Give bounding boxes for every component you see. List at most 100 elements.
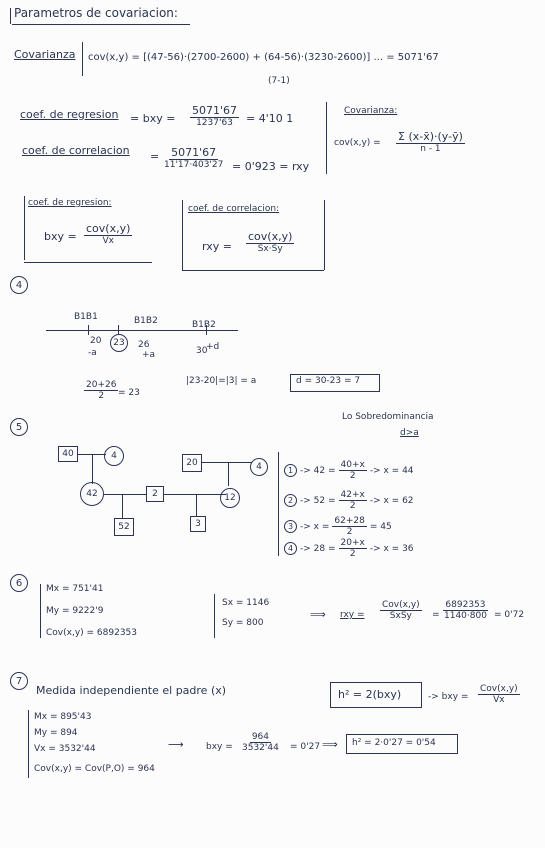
q7-heading: Medida independiente el padre (x) bbox=[36, 684, 227, 697]
q7-arrow-text: -> bxy = bbox=[428, 692, 469, 702]
q5-equation-num: 20+x bbox=[338, 538, 367, 549]
q6-left-bar bbox=[40, 584, 41, 638]
q5-equation-den: 2 bbox=[349, 501, 356, 511]
title-underline bbox=[12, 24, 190, 25]
q4-abs-eq: |23-20|=|3| = a bbox=[186, 376, 257, 386]
cor-box-num: cov(x,y) bbox=[246, 230, 295, 244]
q5-node-42: 42 bbox=[80, 482, 104, 506]
reg-box-num: cov(x,y) bbox=[84, 222, 133, 236]
q6-num1: Cov(x,y) bbox=[380, 600, 422, 611]
q5-node-40-label: 40 bbox=[62, 449, 74, 459]
q5-node-52-label: 52 bbox=[118, 522, 130, 532]
q5-equation-num: 42+x bbox=[338, 490, 367, 501]
q4-frac-num: 20+26 bbox=[84, 380, 119, 391]
q5-line-top-right bbox=[200, 462, 252, 463]
q5-equation-lhs: -> 28 = bbox=[300, 544, 336, 554]
q4-minus-a: -a bbox=[88, 348, 97, 358]
reg-box-lhs: bxy = bbox=[44, 230, 77, 243]
q4-frac-result: = 23 bbox=[118, 388, 140, 398]
q5-number: 5 bbox=[10, 418, 28, 436]
q4-d-box bbox=[290, 374, 380, 392]
q4-note2: d>a bbox=[400, 428, 419, 438]
q5-node-4b: 4 bbox=[250, 458, 268, 476]
q7-bxy-num: 964 bbox=[249, 732, 272, 743]
q5-node-4a-label: 4 bbox=[111, 451, 117, 461]
q7-cov: Cov(x,y) = Cov(P,O) = 964 bbox=[34, 764, 155, 774]
q4-note1: Lo Sobredominancia bbox=[342, 412, 434, 422]
q5-equation-den: 2 bbox=[349, 549, 356, 559]
q7-arrow2: ⟹ bbox=[322, 738, 338, 751]
q5-line-to-52 bbox=[122, 494, 123, 518]
q5-equation-num: 40+x bbox=[338, 460, 367, 471]
q7-arrow-num: Cov(x,y) bbox=[478, 684, 520, 695]
q4-axis bbox=[46, 330, 238, 331]
reg-box-left bbox=[24, 196, 25, 260]
reg-box-frac: cov(x,y)Vx bbox=[84, 222, 133, 246]
cor-box-frac: cov(x,y)Sx·Sy bbox=[246, 230, 295, 254]
coef-regresion-label: coef. de regresion bbox=[20, 108, 119, 121]
title-left-bar bbox=[10, 8, 11, 24]
coef-correlacion-eq: = bbox=[150, 150, 160, 163]
q5-equations-bar bbox=[278, 452, 279, 556]
q5-equation-result: = 45 bbox=[369, 522, 392, 532]
q5-equation-id: 1 bbox=[284, 464, 297, 477]
q4-frac-den: 2 bbox=[98, 391, 105, 401]
q4-v23: 23 bbox=[113, 338, 125, 348]
q4-label-1: B1B1 bbox=[74, 312, 98, 322]
q7-bxy-lhs: bxy = bbox=[206, 742, 233, 752]
q5-equation-den: 2 bbox=[349, 471, 356, 481]
cov-box-left bbox=[326, 102, 327, 174]
cor-box-den: Sx·Sy bbox=[257, 244, 283, 254]
q5-node-12: 12 bbox=[220, 488, 240, 508]
covariance-denominator: (7-1) bbox=[268, 76, 290, 86]
cov-box-num: Σ (x-x̄)·(y-ȳ) bbox=[396, 130, 465, 144]
cor-box-title: coef. de correlacion: bbox=[188, 204, 280, 214]
coef-regresion-den: 1237'63 bbox=[196, 118, 233, 128]
q4-tick-3 bbox=[206, 325, 207, 335]
q7-boxed-formula: h² = 2(bxy) bbox=[338, 688, 402, 701]
q6-my: My = 9222'9 bbox=[46, 606, 104, 616]
cov-box-lhs: cov(x,y) = bbox=[334, 138, 381, 148]
q4-d-eq: d = 30-23 = 7 bbox=[296, 376, 361, 386]
cov-box-title: Covarianza: bbox=[344, 106, 398, 116]
q5-node-52: 52 bbox=[114, 518, 134, 536]
q5-equation-id: 2 bbox=[284, 494, 297, 507]
q4-tick-1 bbox=[88, 325, 89, 335]
q5-equation-id: 3 bbox=[284, 520, 297, 533]
q4-v20: 20 bbox=[90, 336, 102, 346]
q5-line-down-left bbox=[92, 454, 93, 484]
coef-regresion-eq: = bxy = bbox=[130, 112, 176, 125]
q7-left-bar bbox=[28, 710, 29, 778]
q6-sx: Sx = 1146 bbox=[222, 598, 270, 608]
q5-node-42-label: 42 bbox=[86, 489, 98, 499]
cor-box-right bbox=[324, 200, 325, 270]
q7-h2-box bbox=[346, 734, 458, 754]
q4-label-2: B1B2 bbox=[134, 316, 158, 326]
q5-line-mid bbox=[104, 494, 226, 495]
reg-box-title: coef. de regresion: bbox=[28, 198, 112, 208]
q6-mid-bar bbox=[214, 594, 215, 638]
q7-arrow-den: Vx bbox=[493, 695, 505, 705]
q5-equation-result: -> x = 36 bbox=[369, 544, 414, 554]
coef-correlacion-label: coef. de correlacion bbox=[22, 144, 130, 157]
q6-mx: Mx = 751'41 bbox=[46, 584, 104, 594]
q5-equation-lhs: -> x = bbox=[300, 522, 330, 532]
q5-node-4b-label: 4 bbox=[256, 462, 262, 472]
q6-den1: SxSy bbox=[389, 611, 412, 621]
q4-tick-2 bbox=[118, 325, 119, 335]
q5-equation-num: 62+28 bbox=[332, 516, 367, 527]
q5-node-x-label: 2 bbox=[152, 489, 158, 499]
q6-cov: Cov(x,y) = 6892353 bbox=[46, 628, 137, 638]
q6-eq: = bbox=[432, 610, 440, 620]
cov-box-frac: Σ (x-x̄)·(y-ȳ)n - 1 bbox=[396, 130, 465, 154]
q5-equation-id: 4 bbox=[284, 542, 297, 555]
q7-h2-result: h² = 2·0'27 = 0'54 bbox=[352, 738, 436, 748]
q7-vx: Vx = 3532'44 bbox=[34, 744, 96, 754]
